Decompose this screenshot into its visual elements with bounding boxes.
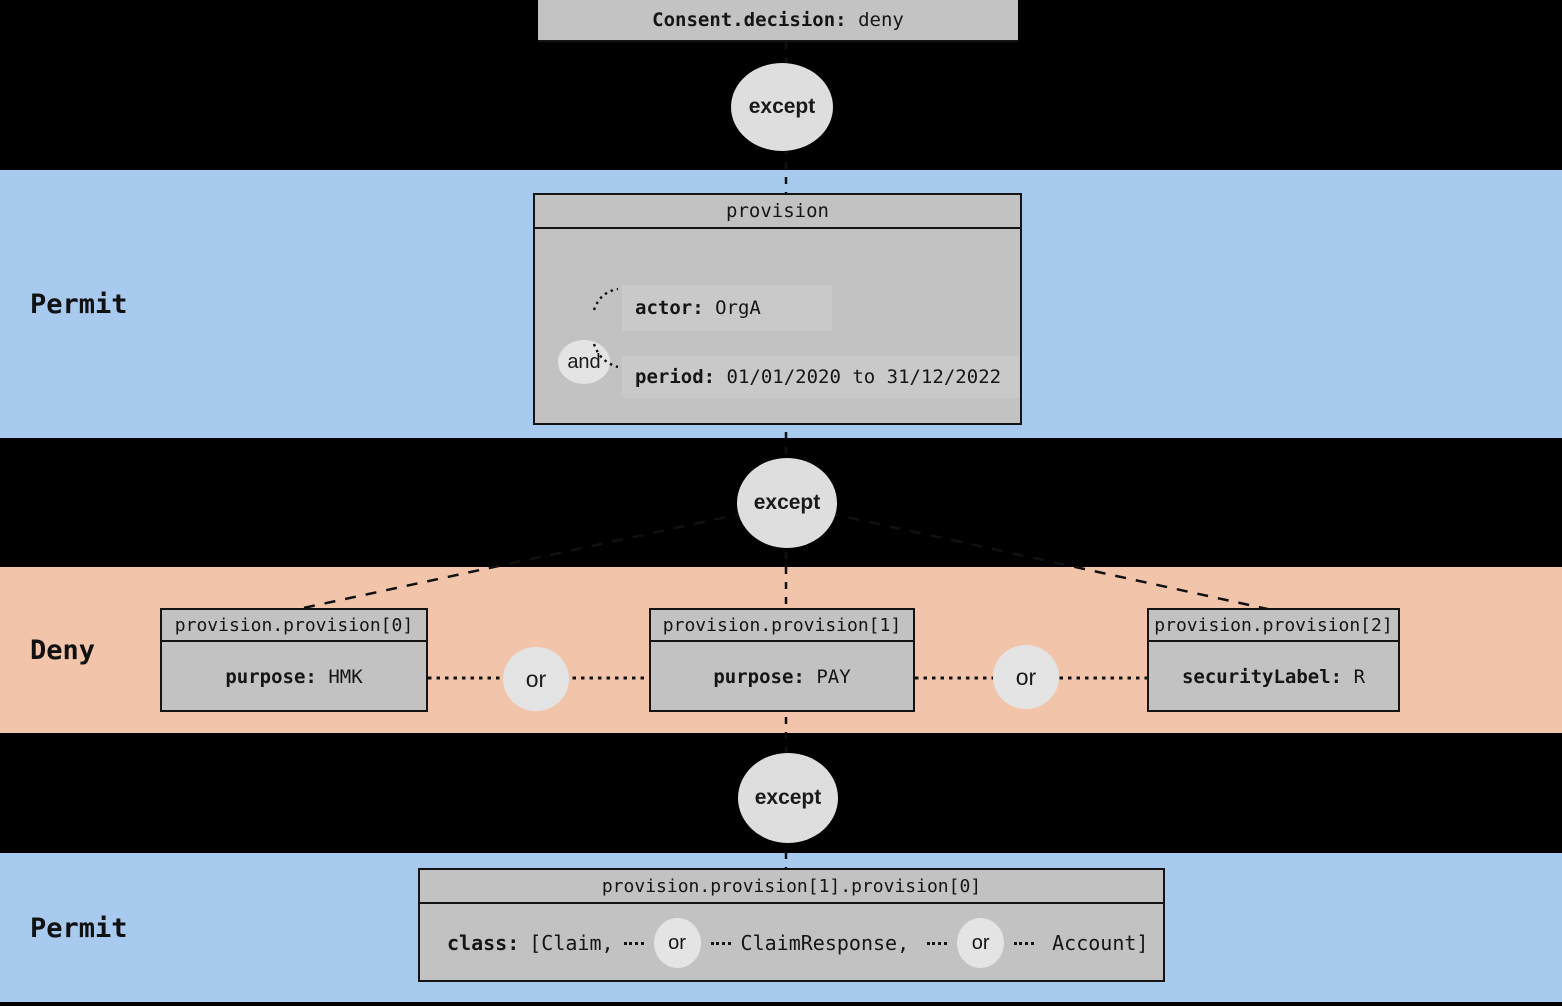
- class-node-header: provision.provision[1].provision[0]: [420, 870, 1163, 904]
- and-label: and: [567, 350, 601, 373]
- class-name: class:: [447, 931, 520, 955]
- dotted-connector: [927, 941, 948, 945]
- class-part-1: ClaimResponse,: [740, 931, 910, 955]
- deny-node-0-header: provision.provision[0]: [162, 610, 426, 642]
- permit-band-bottom-label: Permit: [30, 913, 128, 944]
- except-label: except: [748, 95, 816, 118]
- except-node-3: except: [738, 753, 838, 843]
- except-label: except: [754, 786, 822, 809]
- deny-node-0-row: purpose: HMK: [162, 642, 426, 712]
- or-label: or: [971, 931, 990, 954]
- securitylabel-name: securityLabel:: [1181, 666, 1343, 688]
- class-part-2: Account]: [1052, 931, 1149, 955]
- permit-band-top-label: Permit: [30, 289, 128, 320]
- or-label: or: [1015, 663, 1037, 690]
- deny-node-1: provision.provision[1] purpose: PAY: [649, 608, 915, 712]
- provision-node-body: actor: OrgA period: 01/01/2020 to 31/12/…: [535, 229, 1020, 425]
- actor-value: OrgA: [715, 297, 761, 319]
- class-node-row: class: [Claim, or ClaimResponse, or Acco…: [420, 904, 1163, 982]
- securitylabel-value: R: [1353, 666, 1366, 688]
- consent-decision-node: Consent.decision: deny: [538, 0, 1018, 42]
- or-node-3: or: [653, 918, 701, 968]
- except-node-1: except: [731, 63, 833, 151]
- deny-node-2-row: securityLabel: R: [1149, 642, 1398, 712]
- class-part-0: [Claim,: [529, 931, 614, 955]
- or-node-1: or: [503, 647, 569, 711]
- provision-node-header: provision: [535, 195, 1020, 229]
- consent-decision-label: Consent.decision:: [652, 9, 847, 31]
- deny-node-1-header: provision.provision[1]: [651, 610, 913, 642]
- except-label: except: [753, 491, 821, 514]
- except-node-2: except: [737, 458, 837, 548]
- deny-node-2: provision.provision[2] securityLabel: R: [1147, 608, 1400, 712]
- dotted-connector: [1014, 941, 1035, 945]
- period-row: period: 01/01/2020 to 31/12/2022: [622, 356, 1019, 398]
- dotted-connector: [623, 941, 644, 945]
- provision-node: provision actor: OrgA period: 01/01/2020…: [533, 193, 1022, 425]
- purpose-value: HMK: [328, 666, 363, 688]
- actor-row: actor: OrgA: [622, 285, 832, 331]
- and-node: and: [558, 340, 610, 384]
- period-value: 01/01/2020 to 31/12/2022: [726, 366, 1002, 388]
- actor-name: actor:: [635, 297, 704, 319]
- purpose-value: PAY: [816, 666, 851, 688]
- deny-node-2-header: provision.provision[2]: [1149, 610, 1398, 642]
- purpose-name: purpose:: [225, 666, 317, 688]
- or-node-2: or: [993, 645, 1059, 709]
- or-label: or: [668, 931, 686, 954]
- deny-node-0: provision.provision[0] purpose: HMK: [160, 608, 428, 712]
- period-name: period:: [635, 366, 716, 388]
- or-node-4: or: [957, 918, 1005, 968]
- purpose-name: purpose:: [713, 666, 805, 688]
- deny-band-label: Deny: [30, 635, 96, 666]
- dotted-connector: [710, 941, 731, 945]
- or-label: or: [525, 665, 547, 692]
- class-node: provision.provision[1].provision[0] clas…: [418, 868, 1165, 982]
- consent-decision-value: deny: [858, 9, 904, 31]
- deny-node-1-row: purpose: PAY: [651, 642, 913, 712]
